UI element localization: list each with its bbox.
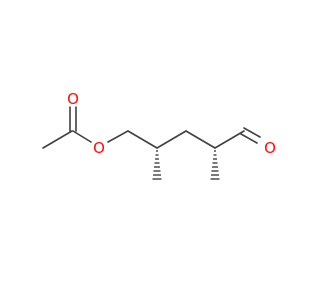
hashed-wedge-c2-methyl [152,150,162,180]
hashed-wedge-c4-methyl [210,150,220,180]
aldehyde-oxygen-label: O [264,139,276,157]
bond-ch2-c2 [127,130,158,149]
bond-aldehyde-double-b [240,133,258,144]
bond-c4-cho [214,130,245,149]
bond-aldehyde-double-a [243,127,261,138]
carbonyl-oxygen-label: O [67,90,79,108]
ester-oxygen-label: O [93,139,105,157]
bond-methyl-carbonyl [42,130,73,149]
bond-c3-c4 [185,130,216,149]
bond-ester-o-ch2 [107,130,129,143]
bond-c2-c3 [156,130,187,149]
molecule-structure: O O O [42,90,276,180]
bond-carbonyl-ester-o [72,130,92,143]
